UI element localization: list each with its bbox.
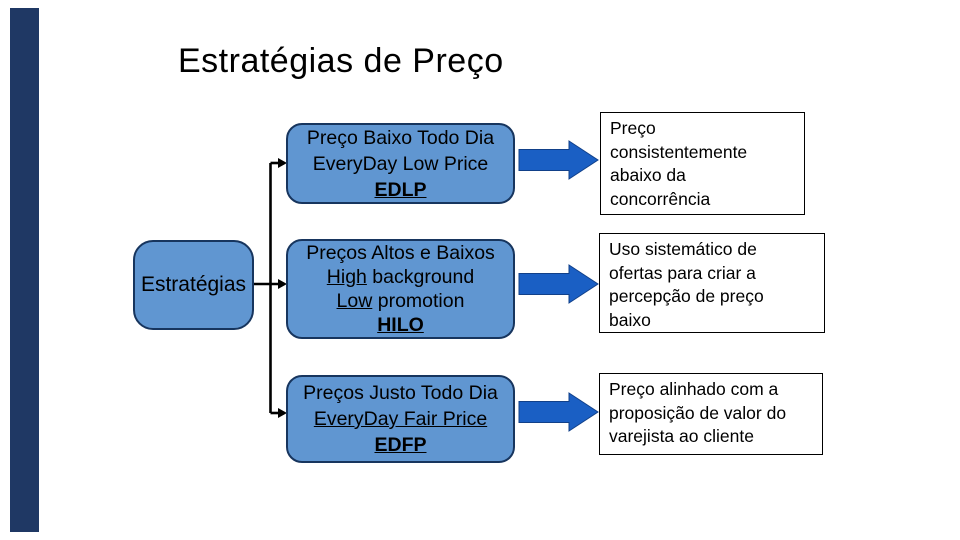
strategy-line: EDLP	[374, 177, 426, 203]
strategy-line-segment: promotion	[372, 290, 465, 312]
strategy-line-segment: HILO	[377, 314, 424, 336]
strategy-line: Preço Baixo Todo Dia	[307, 125, 494, 151]
strategy-line: Preços Altos e Baixos	[306, 241, 495, 265]
strategy-line: HILO	[377, 313, 424, 337]
strategy-line-segment: Preço Baixo Todo Dia	[306, 126, 495, 149]
arrowhead-middle	[278, 279, 287, 289]
strategy-line-segment: Preços Justo Todo Dia	[303, 382, 498, 404]
block-arrow-edlp	[518, 140, 599, 180]
block-arrow-edfp	[518, 392, 599, 432]
strategy-line-segment: High	[326, 266, 367, 288]
arrowhead-bottom	[278, 408, 287, 418]
block-arrow-hilo	[518, 264, 599, 304]
strategy-line-segment: background	[366, 266, 475, 288]
strategy-line: EveryDay Fair Price	[314, 406, 487, 432]
strategy-line: EDFP	[374, 432, 426, 458]
left-accent-bar	[10, 8, 39, 532]
strategy-line-segment: EveryDay Low Price	[312, 152, 489, 175]
strategy-line-segment: EDLP	[374, 178, 427, 201]
strategy-line: Low promotion	[337, 289, 465, 313]
strategy-line: Preços Justo Todo Dia	[303, 380, 498, 406]
result-box-edlp: Preço consistentemente abaixo da concorr…	[600, 112, 805, 215]
result-box-edfp: Preço alinhado com a proposição de valor…	[599, 373, 823, 455]
strategy-line-segment: Low	[336, 290, 373, 312]
strategy-line: High background	[327, 265, 474, 289]
result-box-hilo: Uso sistemático de ofertas para criar a …	[599, 233, 825, 333]
strategy-line: EveryDay Low Price	[313, 151, 489, 177]
strategy-line-segment: EDFP	[374, 434, 427, 456]
arrowhead-top	[278, 158, 287, 168]
estrategias-label: Estratégias	[140, 273, 247, 296]
slide-title: Estratégias de Preço	[178, 42, 504, 80]
strategy-line-segment: Preços Altos e Baixos	[306, 242, 495, 264]
estrategias-box: Estratégias	[133, 240, 254, 330]
strategy-line-segment: EveryDay Fair Price	[313, 408, 488, 430]
